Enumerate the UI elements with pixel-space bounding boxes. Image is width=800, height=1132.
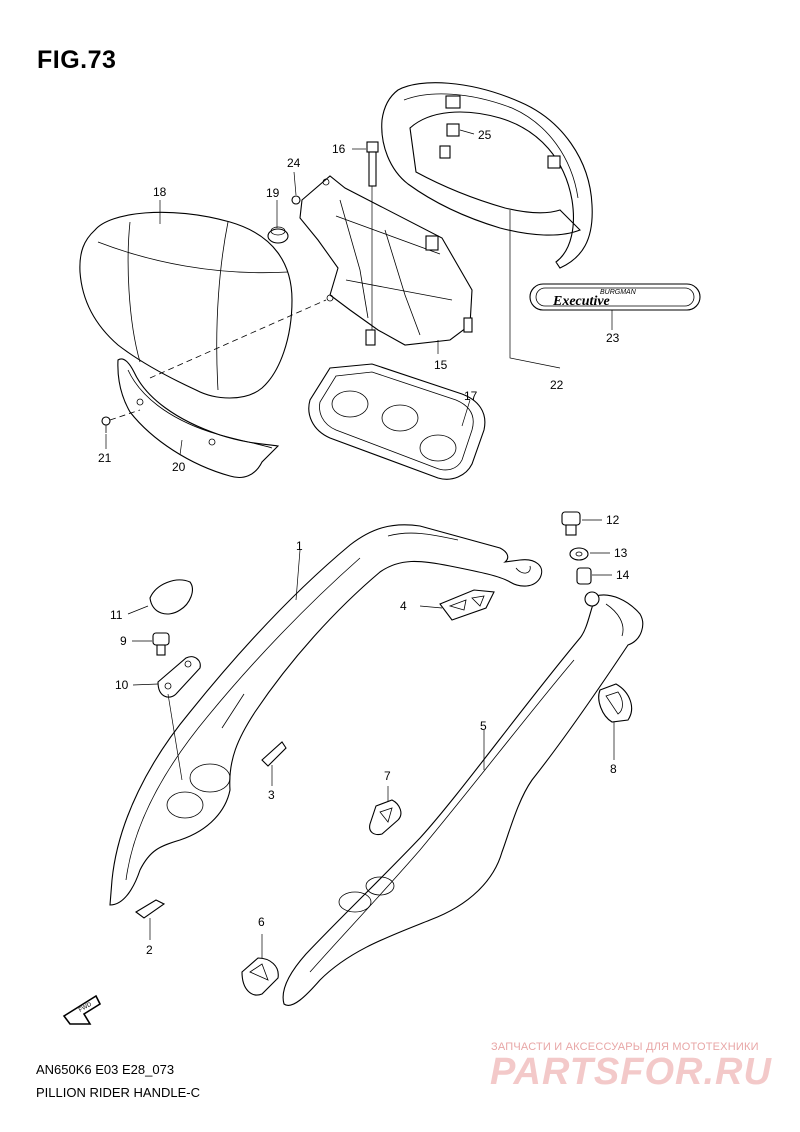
plate-10[interactable] [157, 656, 201, 698]
pad-2[interactable] [135, 899, 166, 919]
pad-8[interactable] [598, 683, 633, 723]
leader-lines [105, 129, 615, 958]
pad-4[interactable] [439, 589, 495, 621]
screw-24[interactable] [291, 195, 301, 205]
diagram-code: AN650K6 E03 E28_073 [36, 1062, 175, 1077]
bolt-12[interactable] [561, 511, 581, 536]
left-grab-handle[interactable] [109, 524, 543, 906]
backrest-bracket[interactable] [299, 175, 473, 346]
callout-7: 7 [384, 769, 391, 783]
callout-19: 19 [266, 186, 280, 200]
callout-16: 16 [332, 142, 346, 156]
screw-21[interactable] [101, 416, 111, 433]
callout-11: 11 [110, 608, 123, 622]
pad-7[interactable] [369, 799, 402, 836]
backrest-cushion[interactable] [79, 211, 293, 399]
callout-14: 14 [616, 568, 630, 582]
watermark-tagline: ЗАПЧАСТИ И АКСЕССУАРЫ ДЛЯ МОТОТЕХНИКИ [491, 1041, 759, 1053]
diagram-caption: PILLION RIDER HANDLE-C [36, 1085, 200, 1100]
pad-6[interactable] [241, 957, 279, 996]
callout-4: 4 [400, 599, 407, 613]
bolt-9[interactable] [152, 632, 170, 656]
callout-21: 21 [98, 451, 112, 465]
washer-13[interactable] [569, 547, 589, 561]
callout-15: 15 [434, 358, 448, 372]
cap-11[interactable] [149, 579, 193, 615]
callout-25: 25 [478, 128, 492, 142]
callout-labels: 1 2 3 4 5 6 7 8 9 10 11 12 13 14 15 16 1… [98, 128, 630, 957]
watermark-brand: PARTSFOR.RU [490, 1051, 772, 1093]
callout-1: 1 [296, 539, 303, 553]
emblem-burgman-text: BURGMAN [600, 289, 637, 296]
callout-22: 22 [550, 378, 564, 392]
callout-3: 3 [268, 788, 275, 802]
rear-garnish-cover[interactable] [381, 82, 593, 269]
emblem-executive-text: Executive [552, 294, 610, 309]
right-grab-handle[interactable] [282, 591, 644, 1006]
callout-5: 5 [480, 719, 487, 733]
callout-18: 18 [153, 185, 167, 199]
callout-23: 23 [606, 331, 620, 345]
callout-6: 6 [258, 915, 265, 929]
callout-9: 9 [120, 634, 127, 648]
backrest-lower-cover[interactable] [117, 358, 280, 479]
executive-emblem[interactable]: BURGMAN Executive [529, 283, 701, 311]
callout-17: 17 [464, 389, 478, 403]
fwd-arrow-icon: FWD [62, 994, 102, 1025]
callout-2: 2 [146, 943, 153, 957]
rubber-cushion-19[interactable] [267, 226, 289, 244]
callout-20: 20 [172, 460, 186, 474]
callout-12: 12 [606, 513, 620, 527]
callout-10: 10 [115, 678, 129, 692]
figure-title: FIG.73 [37, 46, 117, 74]
backrest-base-plate[interactable] [308, 363, 486, 480]
bolt-16[interactable] [366, 141, 379, 187]
callout-8: 8 [610, 762, 617, 776]
callout-13: 13 [614, 546, 628, 560]
callout-24: 24 [287, 156, 301, 170]
pad-3[interactable] [261, 741, 287, 767]
collar-14[interactable] [576, 567, 592, 585]
